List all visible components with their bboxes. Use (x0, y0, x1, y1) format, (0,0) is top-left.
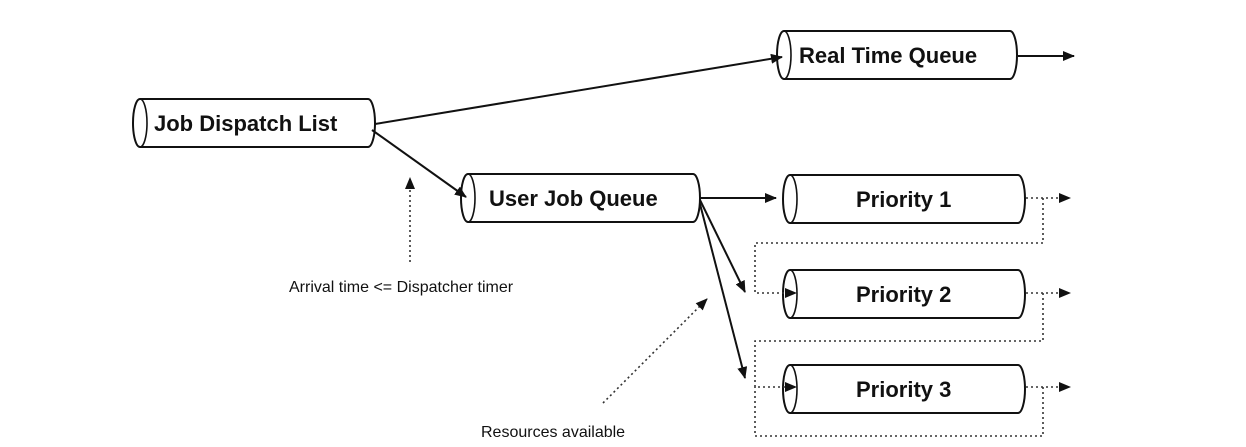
arrow-userjob-to-priority-3 (699, 203, 748, 379)
arrow-userjob-to-priority-2 (699, 199, 746, 293)
arrow-dispatch-to-realtime (374, 53, 783, 125)
resources-available-annotation: Resources available (481, 424, 625, 441)
priority-3-queue: Priority 3 (782, 364, 1026, 414)
priority-1-label: Priority 1 (856, 187, 951, 212)
feedback-priority-2-to-3 (754, 293, 1044, 392)
arrival-time-annotation: Arrival time <= Dispatcher timer (289, 279, 514, 296)
priority-2-label: Priority 2 (856, 282, 951, 307)
user-job-queue-label: User Job Queue (489, 186, 658, 211)
priority-1-queue: Priority 1 (782, 174, 1026, 224)
user-job-queue: User Job Queue (460, 173, 701, 223)
feedback-priority-3-loop (754, 387, 1044, 437)
feedback-priority-1-to-2 (754, 198, 1044, 298)
real-time-queue-label: Real Time Queue (799, 43, 977, 68)
priority-3-label: Priority 3 (856, 377, 951, 402)
job-dispatch-list-queue: Job Dispatch List (132, 98, 376, 148)
job-dispatch-list-label: Job Dispatch List (154, 111, 338, 136)
arrow-dispatch-to-userjob (371, 129, 467, 198)
real-time-queue: Real Time Queue (776, 30, 1018, 80)
priority-2-queue: Priority 2 (782, 269, 1026, 319)
arrow-resources-available (602, 298, 708, 404)
